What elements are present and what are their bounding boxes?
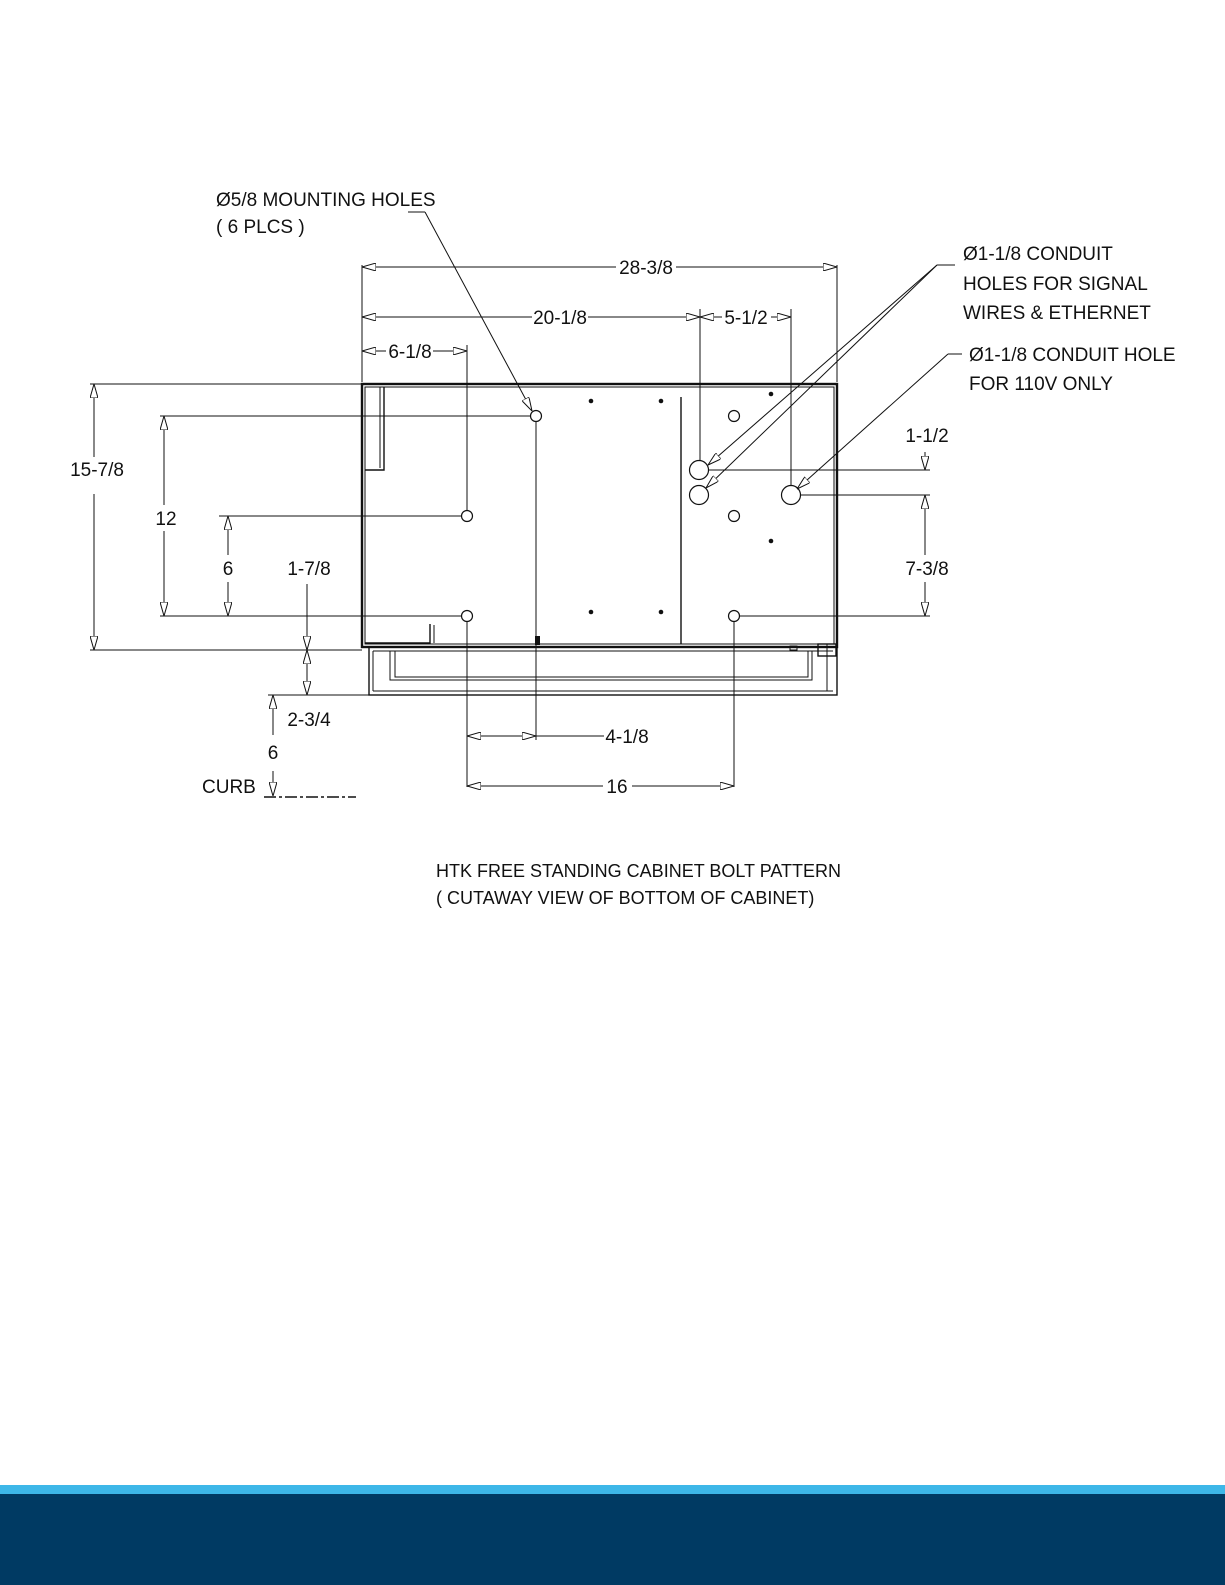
mounting-hole <box>729 611 740 622</box>
mounting-hole <box>531 411 542 422</box>
mounting-holes-count: ( 6 PLCS ) <box>216 217 305 238</box>
extension-lines <box>90 265 930 787</box>
dimension-labels: 28-3/8 20-1/8 5-1/2 6-1/8 15-7/8 12 6 1-… <box>70 258 949 798</box>
dim-left-hole-offset: 6-1/8 <box>388 342 431 363</box>
dim-hole-span-6: 6 <box>223 559 234 580</box>
conduit-110v-label-1: Ø1-1/8 CONDUIT HOLE <box>969 345 1176 366</box>
dim-curb-height: 6 <box>268 743 279 764</box>
diagram-caption: HTK FREE STANDING CABINET BOLT PATTERN (… <box>436 861 841 908</box>
cabinet-base <box>369 644 837 695</box>
mounting-holes <box>462 411 740 622</box>
conduit-signal-label-1: Ø1-1/8 CONDUIT <box>963 244 1113 265</box>
dim-conduit-offset: 20-1/8 <box>533 308 587 329</box>
conduit-holes <box>690 461 801 505</box>
dim-hole-span-16: 16 <box>606 777 627 798</box>
conduit-signal-label-2: HOLES FOR SIGNAL <box>963 274 1148 295</box>
dim-hole-span-12: 12 <box>155 509 176 530</box>
mounting-hole <box>462 611 473 622</box>
footer-bar <box>0 1494 1225 1585</box>
dim-overall-depth: 15-7/8 <box>70 460 124 481</box>
conduit-hole-signal <box>690 461 709 480</box>
leader-lines <box>408 212 962 489</box>
dim-conduit-spacing: 5-1/2 <box>724 308 767 329</box>
caption-title: HTK FREE STANDING CABINET BOLT PATTERN <box>436 861 841 881</box>
conduit-110v-label-2: FOR 110V ONLY <box>969 374 1113 395</box>
dim-overall-width: 28-3/8 <box>619 258 673 279</box>
mounting-holes-label: Ø5/8 MOUNTING HOLES <box>216 190 436 211</box>
caption-subtitle: ( CUTAWAY VIEW OF BOTTOM OF CABINET) <box>436 888 814 908</box>
dim-hole-offset-horizontal: 4-1/8 <box>605 727 648 748</box>
footer-accent-stripe <box>0 1485 1225 1494</box>
dim-bottom-offset: 1-7/8 <box>287 559 330 580</box>
dim-conduit-vertical-top: 1-1/2 <box>905 426 948 447</box>
dimension-lines <box>94 267 925 796</box>
dim-conduit-vertical-bottom: 7-3/8 <box>905 559 948 580</box>
callout-labels: Ø5/8 MOUNTING HOLES ( 6 PLCS ) Ø1-1/8 CO… <box>202 190 1176 798</box>
mounting-hole <box>462 511 473 522</box>
conduit-hole-signal <box>690 486 709 505</box>
curb-label: CURB <box>202 777 256 798</box>
mounting-hole <box>729 511 740 522</box>
dim-base-height: 2-3/4 <box>287 710 331 731</box>
conduit-signal-label-3: WIRES & ETHERNET <box>963 303 1151 324</box>
mounting-hole <box>729 411 740 422</box>
cabinet-bolt-pattern-diagram: Ø5/8 MOUNTING HOLES ( 6 PLCS ) Ø1-1/8 CO… <box>0 0 1225 1485</box>
